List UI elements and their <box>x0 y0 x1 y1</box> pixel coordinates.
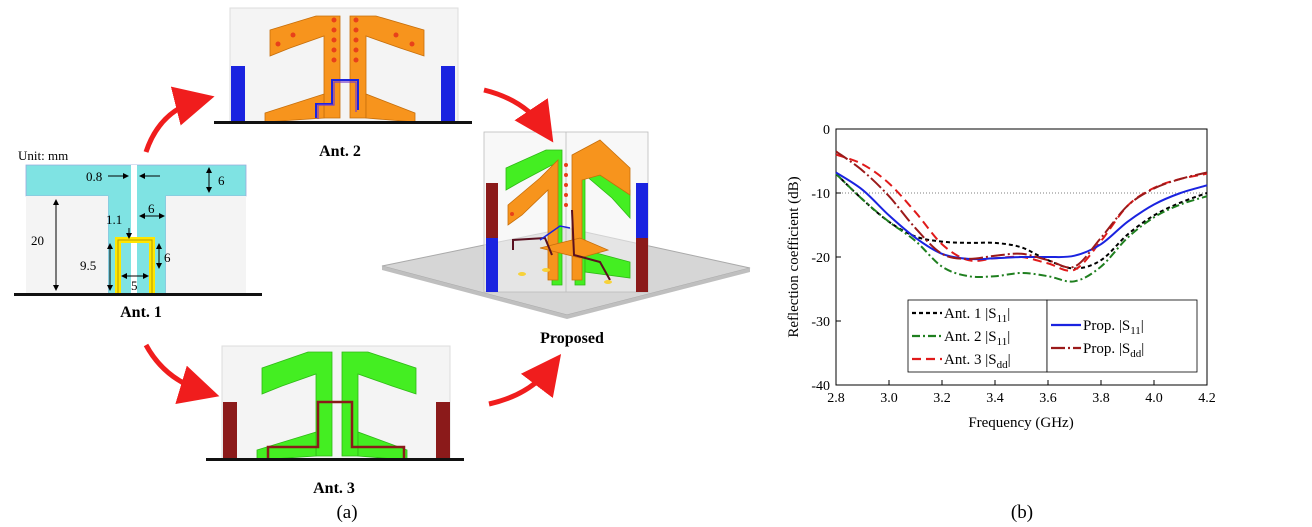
legend-text: Ant. 1 |S11| <box>944 306 1010 325</box>
ant3-right-block <box>436 402 450 458</box>
y-tick-label: -20 <box>811 251 830 266</box>
ant2-feed-shadow <box>317 81 357 119</box>
legend-text: Ant. 2 |S11| <box>944 329 1010 348</box>
series-ant2-s11 <box>835 173 1208 283</box>
ant1-substrate-left <box>26 196 108 294</box>
ant2-right-foot <box>365 93 416 123</box>
flow-arrows <box>143 86 562 407</box>
legend-text: Prop. |S11| <box>1083 318 1144 337</box>
x-tick-label: 2.8 <box>827 391 845 406</box>
x-tick-label: 4.0 <box>1145 391 1163 406</box>
ant3-left-block <box>223 402 237 458</box>
proposed-label: Proposed <box>540 330 604 347</box>
dim-6-mid: 6 <box>148 201 155 216</box>
ant3-feed <box>266 400 406 458</box>
y-tick-label: -40 <box>811 379 830 394</box>
ant1-label: Ant. 1 <box>120 304 162 321</box>
caption-b: (b) <box>1011 502 1033 523</box>
proposed-diagram: Proposed <box>381 131 751 347</box>
ant2-right-block <box>441 66 455 121</box>
y-tick-label: 0 <box>823 123 830 138</box>
panel-a: Unit: mm 0.8 6 1.1 6 20 9.5 <box>14 7 751 523</box>
ant3-label: Ant. 3 <box>313 480 355 497</box>
proposed-darkred-right <box>636 238 648 292</box>
dim-1-1: 1.1 <box>106 212 122 227</box>
proposed-blue-right <box>636 183 648 238</box>
ant2-vias <box>275 17 415 63</box>
arrow-ant3-to-proposed <box>488 354 562 407</box>
proposed-ports <box>518 268 612 284</box>
ant2-substrate <box>229 7 459 123</box>
caption-a: (a) <box>336 502 357 523</box>
proposed-orange-left <box>507 159 559 281</box>
y-tick-label: -10 <box>811 187 830 202</box>
x-tick-label: 4.2 <box>1198 391 1216 406</box>
x-axis-label: Frequency (GHz) <box>968 415 1073 431</box>
arrow-ant1-to-ant2 <box>143 86 215 153</box>
series-prop-s11 <box>835 171 1208 261</box>
dim-6-top: 6 <box>218 173 225 188</box>
ant2-diagram: Ant. 2 <box>214 7 472 160</box>
legend-prop-sdd: Prop. |Sdd| <box>1051 341 1144 360</box>
unit-label: Unit: mm <box>18 148 68 163</box>
legend: Ant. 1 |S11| Ant. 2 |S11| Ant. 3 |Sdd| Prop… <box>907 299 1198 373</box>
ant2-left-block <box>231 66 245 121</box>
proposed-darkred-left <box>486 183 498 238</box>
y-tick-label: -30 <box>811 315 830 330</box>
x-tick-label: 3.8 <box>1092 391 1110 406</box>
arrow-ant2-to-proposed <box>483 87 554 143</box>
proposed-green-foot <box>584 249 631 279</box>
proposed-blue-left <box>486 238 498 292</box>
ant2-left-foot <box>264 93 325 123</box>
legend-text: Ant. 3 |Sdd| <box>944 352 1011 371</box>
legend-text: Prop. |Sdd| <box>1083 341 1144 360</box>
dim-5: 5 <box>131 278 138 293</box>
arrow-ant1-to-ant3 <box>143 343 220 404</box>
x-tick-label: 3.6 <box>1039 391 1057 406</box>
series-lines <box>835 150 1208 283</box>
dim-0-8: 0.8 <box>86 169 102 184</box>
legend-prop-s11: Prop. |S11| <box>1051 318 1144 337</box>
ant1-diagram: Unit: mm 0.8 6 1.1 6 20 9.5 <box>14 148 262 321</box>
ant2-feed <box>315 79 359 118</box>
legend-ant3: Ant. 3 |Sdd| <box>912 352 1011 371</box>
x-tick-label: 3.2 <box>933 391 951 406</box>
legend-box-right <box>1046 299 1198 373</box>
y-axis-label: Reflection coefficient (dB) <box>786 176 802 337</box>
x-axis-ticks: 2.8 3.0 3.2 3.4 3.6 3.8 4.0 4.2 <box>827 380 1216 406</box>
proposed-feed <box>512 209 611 281</box>
ant1-feed-loop-outline <box>117 239 153 294</box>
proposed-orange-right <box>571 139 631 281</box>
ant2-label: Ant. 2 <box>319 143 361 160</box>
dim-6-loop: 6 <box>164 250 171 265</box>
series-prop-sdd <box>835 150 1208 269</box>
panel-b-chart: 2.8 3.0 3.2 3.4 3.6 3.8 4.0 4.2 0 -10 -20 -30 -40 F… <box>786 123 1216 523</box>
dim-9-5: 9.5 <box>80 258 96 273</box>
proposed-vias <box>510 163 568 216</box>
legend-ant1: Ant. 1 |S11| <box>912 306 1010 325</box>
dim-20: 20 <box>31 233 44 248</box>
legend-ant2: Ant. 2 |S11| <box>912 329 1010 348</box>
ant1-substrate-right <box>166 196 246 294</box>
ant3-ground <box>206 458 464 461</box>
y-axis-ticks: 0 -10 -20 -30 -40 <box>811 123 841 394</box>
ant1-ground <box>14 293 262 296</box>
ant1-slot <box>131 165 137 294</box>
ant3-diagram: Ant. 3 <box>206 345 464 497</box>
x-tick-label: 3.0 <box>880 391 898 406</box>
x-tick-label: 3.4 <box>986 391 1004 406</box>
proposed-feed-blue <box>539 225 571 241</box>
ant2-ground <box>214 121 472 124</box>
